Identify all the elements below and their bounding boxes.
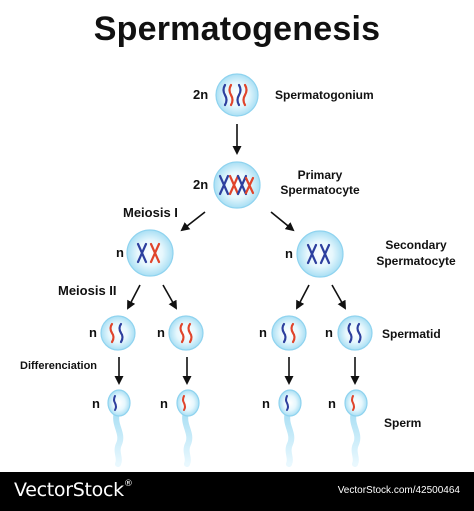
sperm-4: [344, 389, 368, 467]
label-primary-line1: Primary: [297, 168, 343, 182]
label-differentiation: Differenciation: [20, 360, 98, 372]
ploidy-sperm-1: n: [92, 396, 100, 411]
chromosome: [222, 83, 228, 107]
arrow-primary-to-secondary-right: [270, 211, 295, 232]
label-spermatid: Spermatid: [382, 327, 441, 341]
ploidy-spermatid-4: n: [325, 325, 333, 340]
registered-mark: ®: [123, 479, 133, 489]
ploidy-secondary-left: n: [116, 245, 124, 260]
label-meiosis-2: Meiosis II: [58, 283, 117, 298]
ploidy-sperm-3: n: [262, 396, 270, 411]
label-primary-line2: Spermatocyte: [280, 183, 360, 197]
ploidy-spermatogonium: 2n: [193, 87, 209, 102]
label-secondary-line1: Secondary: [385, 238, 447, 252]
secondary-spermatocyte-right: [296, 230, 344, 278]
spermatid-2: [168, 315, 204, 351]
ploidy-sperm-2: n: [160, 396, 168, 411]
label-sperm: Sperm: [384, 416, 422, 430]
chromosome: [236, 83, 242, 107]
label-meiosis-1: Meiosis I: [123, 205, 178, 220]
ploidy-sperm-4: n: [328, 396, 336, 411]
chromosome: [228, 83, 234, 107]
arrow-secondary-left-to-spermatid-2: [162, 284, 177, 310]
arrow-secondary-right-to-spermatid-4: [331, 284, 346, 310]
primary-spermatocyte-cell: [213, 161, 261, 209]
secondary-spermatocyte-left: [126, 229, 174, 277]
diagram-canvas: [100, 73, 373, 467]
spermatid-3: [271, 315, 307, 351]
ploidy-spermatid-1: n: [89, 325, 97, 340]
sperm-1: [107, 389, 131, 467]
ploidy-spermatid-2: n: [157, 325, 165, 340]
ploidy-spermatid-3: n: [259, 325, 267, 340]
sperm-2: [176, 389, 200, 467]
arrow-secondary-right-to-spermatid-3: [296, 284, 310, 310]
chromosome: [242, 83, 248, 107]
arrows: [114, 124, 360, 385]
diagram-title: Spermatogenesis: [93, 10, 381, 48]
label-spermatogonium: Spermatogonium: [275, 88, 374, 102]
spermatid-4: [337, 315, 373, 351]
spermatogonium-cell: [215, 73, 259, 117]
vectorstock-logo: VectorStock®: [14, 479, 133, 501]
sperm-3: [278, 389, 302, 467]
ploidy-primary: 2n: [193, 177, 209, 192]
arrow-primary-to-secondary-left: [180, 211, 206, 232]
arrow-secondary-left-to-spermatid-1: [127, 284, 141, 310]
label-secondary-line2: Spermatocyte: [376, 254, 456, 268]
watermark-bar: VectorStock® VectorStock.com/42500464: [0, 472, 474, 511]
spermatid-1: [100, 315, 136, 351]
ploidy-secondary-right: n: [285, 246, 293, 261]
vectorstock-logo-text: VectorStock: [14, 479, 124, 501]
vectorstock-url: VectorStock.com/42500464: [337, 485, 460, 496]
